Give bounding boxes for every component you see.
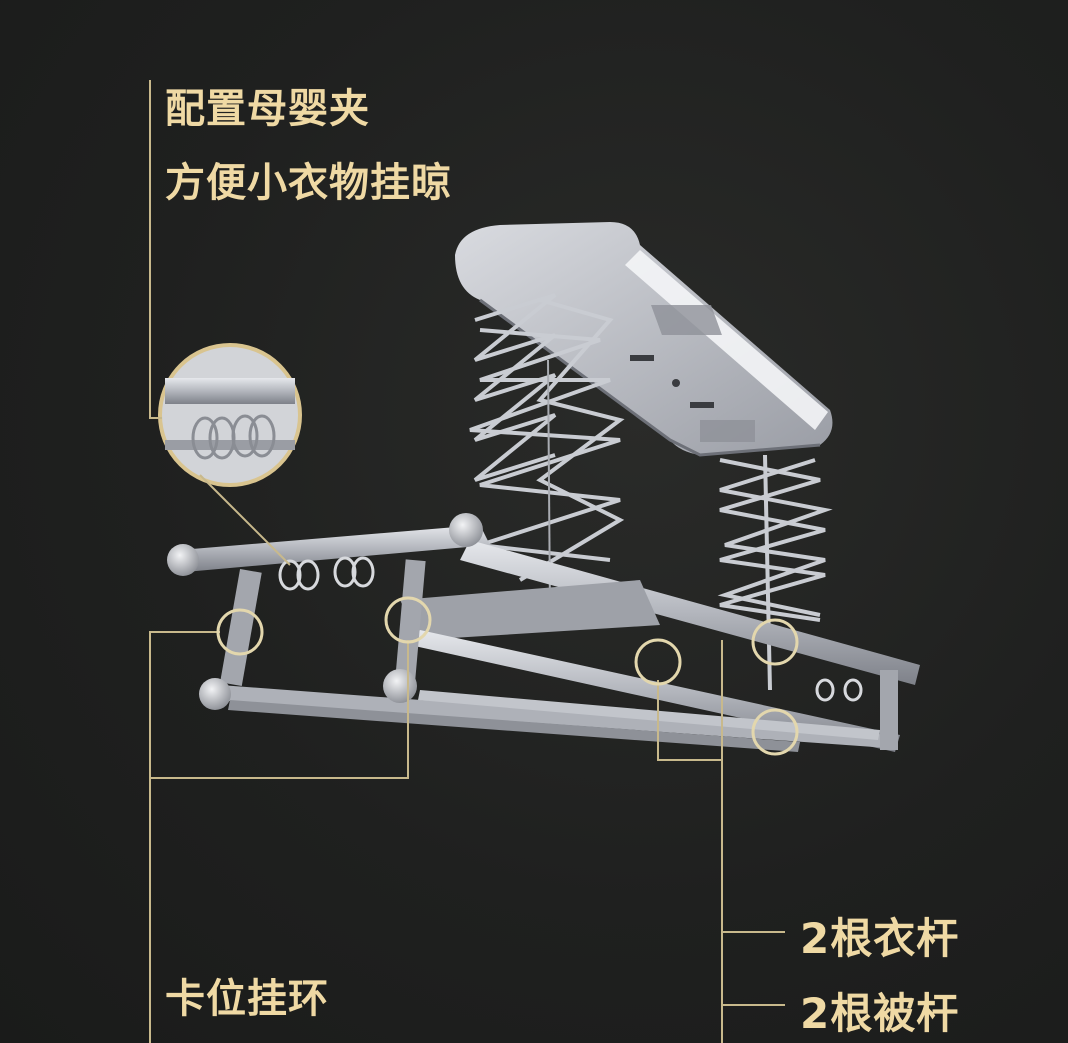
callout-quilt-rods: 2根被杆 [800, 989, 960, 1038]
callout-clip-desc: 方便小衣物挂晾 [165, 160, 452, 206]
clip-zoom-inset [158, 343, 302, 487]
motor-housing [455, 222, 833, 457]
callout-ring: 卡位挂环 [165, 976, 329, 1022]
scissor-lift-right [717, 454, 833, 691]
highlight-circles [216, 596, 799, 756]
callout-clothes-rods: 2根衣杆 [800, 914, 960, 963]
baby-clip-rings [278, 556, 863, 702]
rack-frame [167, 513, 920, 752]
leader-lines [149, 80, 785, 1043]
callout-clip-title: 配置母婴夹 [165, 86, 370, 132]
